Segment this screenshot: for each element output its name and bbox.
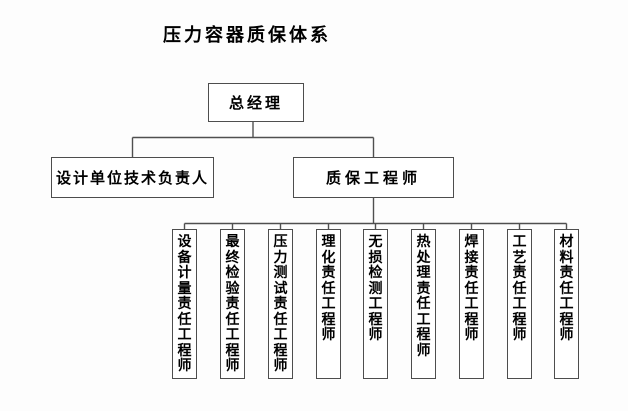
org-node-material-engineer: 材料责任工程师 bbox=[554, 229, 579, 379]
org-node-qa-engineer: 质保工程师 bbox=[293, 157, 454, 198]
org-node-final-inspection-engineer: 最终检验责任工程师 bbox=[220, 229, 245, 379]
org-node-ndt-engineer: 无损检测工程师 bbox=[363, 229, 388, 379]
org-node-general-manager: 总经理 bbox=[208, 83, 304, 122]
page-title: 压力容器质保体系 bbox=[163, 25, 331, 45]
org-node-design-unit-technical-lead: 设计单位技术负责人 bbox=[51, 157, 214, 198]
org-node-welding-engineer: 焊接责任工程师 bbox=[459, 229, 484, 379]
connector-level2-rail bbox=[131, 136, 375, 157]
org-node-pressure-test-engineer: 压力测试责任工程师 bbox=[268, 229, 293, 379]
org-node-process-engineer: 工艺责任工程师 bbox=[507, 229, 532, 379]
org-node-physicochemical-engineer: 理化责任工程师 bbox=[316, 229, 341, 379]
org-node-equipment-measurement-engineer: 设备计量责任工程师 bbox=[172, 229, 197, 379]
org-node-heat-treatment-engineer: 热处理责任工程师 bbox=[411, 229, 436, 379]
connector-level3-rail bbox=[183, 222, 568, 229]
